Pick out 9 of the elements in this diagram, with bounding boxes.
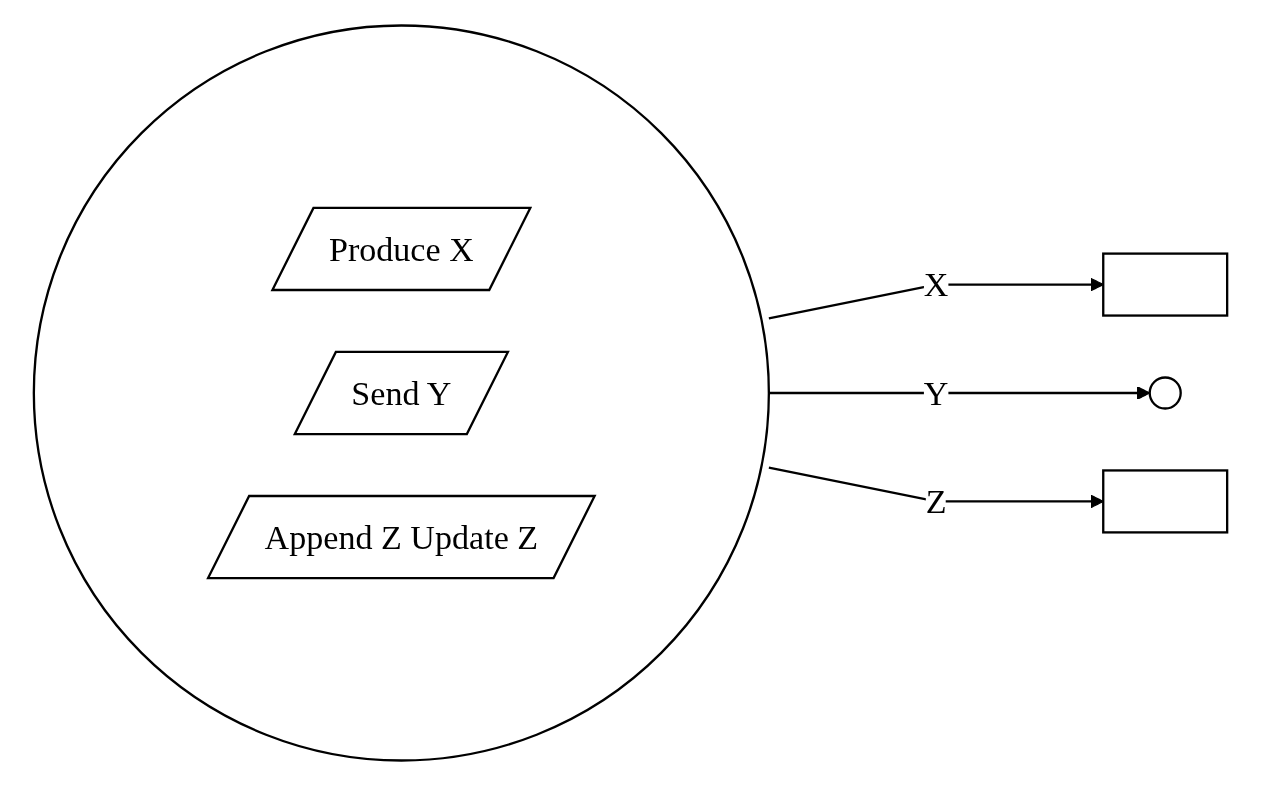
- node-box: [1102, 252, 1229, 317]
- edge-label: Y: [923, 373, 949, 413]
- edge-label: X: [923, 265, 949, 304]
- edge-label: Z: [925, 482, 947, 521]
- node-circle: [1148, 376, 1182, 410]
- node-box: [1102, 469, 1229, 534]
- cluster: [32, 24, 771, 762]
- arrow: [768, 466, 1104, 509]
- arrow: [768, 277, 1104, 320]
